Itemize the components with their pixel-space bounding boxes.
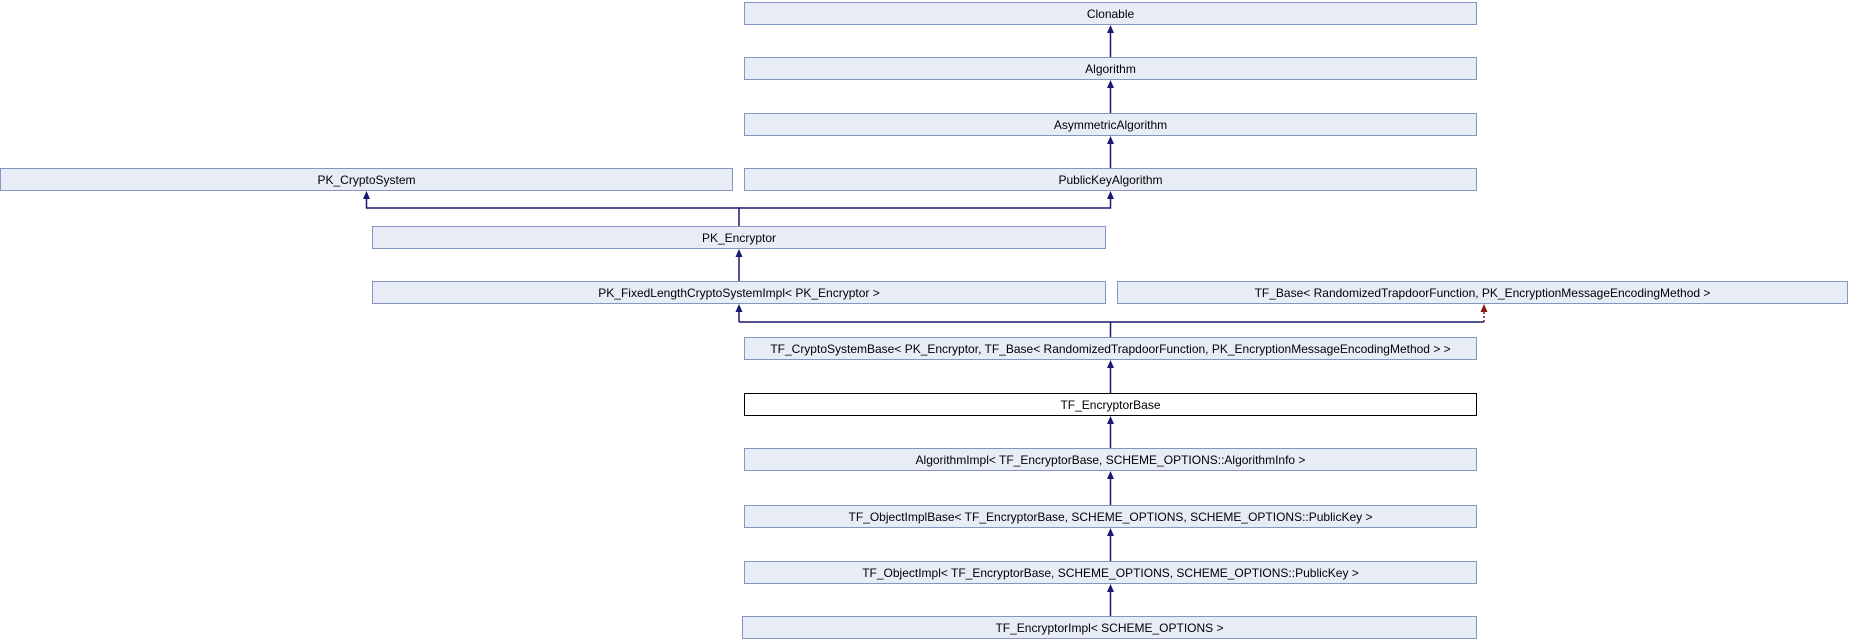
node-tf-objectimpl[interactable]: TF_ObjectImpl< TF_EncryptorBase, SCHEME_… [744, 561, 1477, 584]
edge-algorithm-to-clonable [1107, 25, 1114, 57]
node-pk-fixedlength-cryptosystemimpl[interactable]: PK_FixedLengthCryptoSystemImpl< PK_Encry… [372, 281, 1106, 304]
node-tf-encryptorimpl[interactable]: TF_EncryptorImpl< SCHEME_OPTIONS > [742, 616, 1477, 639]
node-algorithm[interactable]: Algorithm [744, 57, 1477, 80]
node-publickey-algorithm[interactable]: PublicKeyAlgorithm [744, 168, 1477, 191]
node-tf-base[interactable]: TF_Base< RandomizedTrapdoorFunction, PK_… [1117, 281, 1848, 304]
node-pk-encryptor[interactable]: PK_Encryptor [372, 226, 1106, 249]
edge-pkencryptor-to-pkcryptosystem [363, 191, 740, 226]
edge-tfcryptosystembase-to-tfbase [1480, 304, 1488, 322]
edge-tfobjectimpl-to-tfobjectimplbase [1107, 528, 1114, 561]
edge-tfencryptorbase-to-tfcryptosystembase [1107, 360, 1114, 393]
edge-asymmetricalgorithm-to-algorithm [1107, 80, 1114, 113]
node-tf-encryptorbase: TF_EncryptorBase [744, 393, 1477, 416]
node-tf-objectimplbase[interactable]: TF_ObjectImplBase< TF_EncryptorBase, SCH… [744, 505, 1477, 528]
node-clonable[interactable]: Clonable [744, 2, 1477, 25]
edge-tfcryptosystembase-to-pkfixedlength [735, 304, 1484, 337]
edge-tfobjectimplbase-to-algorithmimpl [1107, 471, 1114, 505]
node-tf-cryptosystembase[interactable]: TF_CryptoSystemBase< PK_Encryptor, TF_Ba… [744, 337, 1477, 360]
edge-algorithmimpl-to-tfencryptorbase [1107, 416, 1114, 448]
edge-publickeyalgorithm-to-asymmetricalgorithm [1107, 136, 1114, 168]
node-asymmetric-algorithm[interactable]: AsymmetricAlgorithm [744, 113, 1477, 136]
edge-pkfixedlength-to-pkencryptor [735, 249, 743, 281]
node-pk-cryptosystem[interactable]: PK_CryptoSystem [0, 168, 733, 191]
edge-tfencryptorimpl-to-tfobjectimpl [1107, 584, 1114, 616]
edge-pkencryptor-to-publickeyalgorithm [739, 191, 1114, 209]
node-algorithmimpl[interactable]: AlgorithmImpl< TF_EncryptorBase, SCHEME_… [744, 448, 1477, 471]
